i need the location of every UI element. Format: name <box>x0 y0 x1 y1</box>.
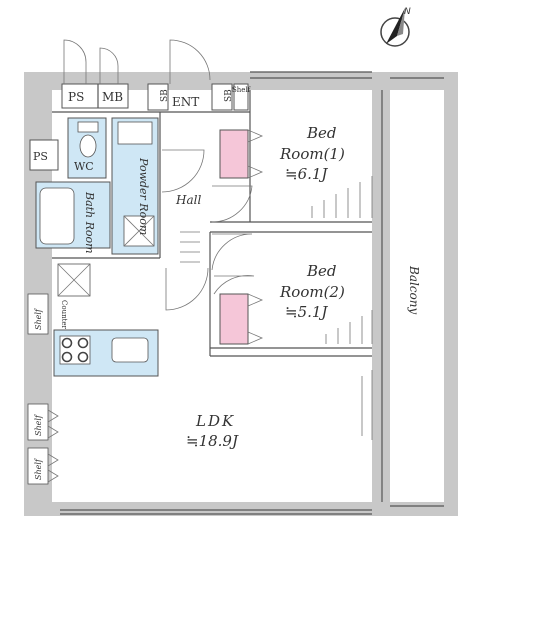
counter-label: Counter <box>60 300 68 330</box>
bedroom2-name: Bed <box>306 262 337 280</box>
bedroom-1: Bed Room(1) ≒6.1J <box>279 124 373 218</box>
powder-room: Powder Room <box>111 117 159 255</box>
bedroom2-area: ≒5.1J <box>285 303 328 321</box>
bedroom-2: Bed Room(2) ≒5.1J <box>279 262 373 344</box>
wc-area: PS WC <box>29 117 107 179</box>
bath-room-label: Bath Room <box>83 191 96 254</box>
north-label: N <box>404 7 411 17</box>
bedroom1-name2: Room(1) <box>279 145 345 163</box>
mb-label: MB <box>102 90 123 104</box>
sb-left-label: SB <box>160 89 170 102</box>
shelf-top-label: Shelf <box>232 86 252 94</box>
shelf-left-1-label: Shelf <box>34 413 43 436</box>
ldk-name: LDK <box>195 412 235 430</box>
ps-mb-box: PS MB <box>61 83 129 109</box>
bedroom-closets <box>219 129 264 345</box>
hall-label: Hall <box>175 193 201 207</box>
bedroom-doors <box>211 185 255 295</box>
shelf-counter-label: Shelf <box>34 307 43 330</box>
balcony: Balcony <box>407 265 421 314</box>
bedroom1-name: Bed <box>306 124 337 142</box>
ldk: LDK ≒18.9J <box>186 370 373 450</box>
ps-top-label: PS <box>68 90 84 104</box>
bedroom2-name2: Room(2) <box>279 283 345 301</box>
entrance-strip: SB SB ENT Shelf <box>147 39 252 111</box>
north-arrow-icon: N <box>380 7 411 47</box>
sb-right-label: SB <box>224 89 234 102</box>
balcony-label: Balcony <box>407 265 421 314</box>
entrance-label: ENT <box>172 95 199 109</box>
ldk-shelves: Shelf Shelf <box>27 403 59 485</box>
powder-room-label: Powder Room <box>137 157 150 235</box>
ps-left-label: PS <box>33 150 48 163</box>
shelf-left-2-label: Shelf <box>34 457 43 480</box>
hall: Hall <box>161 149 209 311</box>
wc-label: WC <box>74 160 94 173</box>
entrance-door-swings-left <box>63 39 119 84</box>
ldk-area: ≒18.9J <box>186 432 239 450</box>
kitchen: Shelf Counter <box>27 263 159 377</box>
bedroom1-area: ≒6.1J <box>285 165 328 183</box>
partition-walls <box>52 90 383 502</box>
bath-room: Bath Room <box>35 181 111 254</box>
window-marks <box>60 71 444 515</box>
